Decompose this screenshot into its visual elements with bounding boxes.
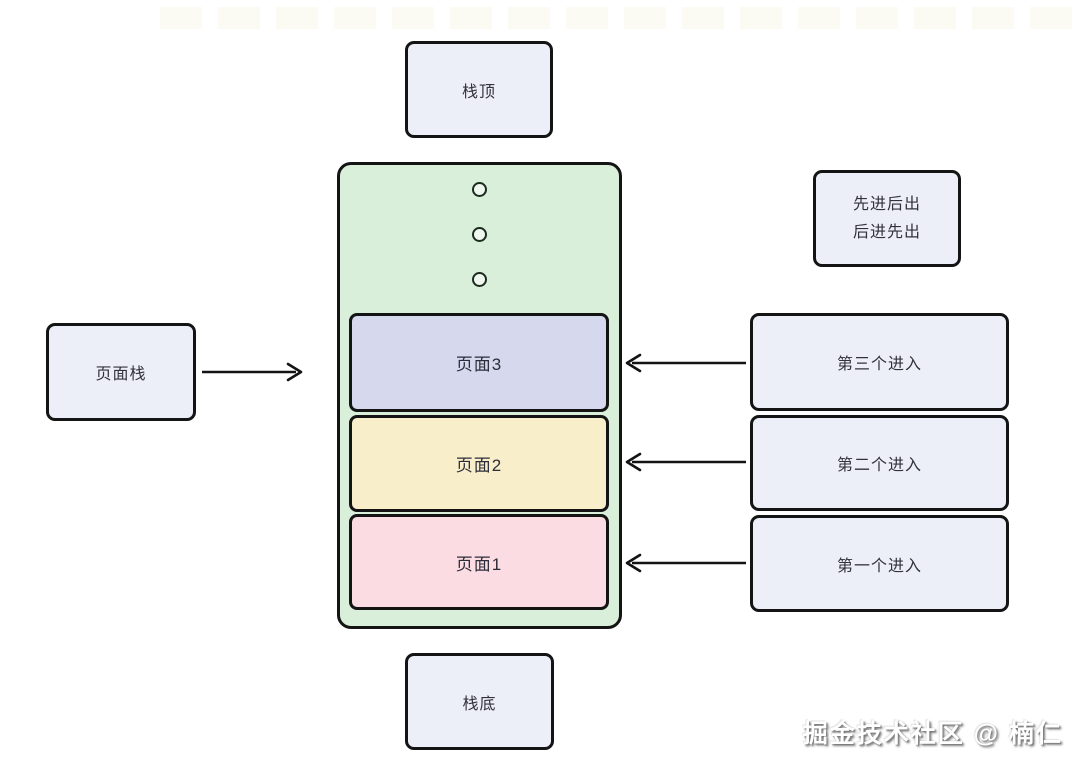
arrow-left-icon: [625, 452, 746, 472]
ellipsis-dot-icon: [471, 272, 487, 287]
stack-rule-box: 先进后出 后进先出: [813, 170, 961, 267]
arrow-right-icon: [202, 362, 303, 382]
entry-second-label: 第二个进入: [836, 457, 922, 474]
entry-first-label: 第一个进入: [836, 557, 922, 575]
rule-line-1: 先进后出: [852, 196, 921, 214]
entry-box-second: 第二个进入: [750, 415, 1009, 511]
page-3-label: 页面3: [455, 355, 503, 374]
page-stack-container: 页面3 页面2 页面1: [337, 162, 622, 629]
watermark: 掘金技术社区 @ 楠仁: [802, 720, 1063, 748]
ellipsis-dot-icon: [471, 227, 487, 242]
page-box-3: 页面3: [349, 313, 609, 412]
page-1-label: 页面1: [455, 554, 503, 574]
page-box-2: 页面2: [349, 415, 609, 512]
top-ghost-artifact: [160, 7, 1075, 29]
entry-box-first: 第一个进入: [750, 515, 1009, 612]
entry-box-third: 第三个进入: [750, 313, 1009, 411]
stack-bottom-box: 栈底: [405, 653, 554, 750]
page-stack-title-label: 页面栈: [95, 366, 147, 383]
ellipsis-dot-icon: [471, 182, 487, 197]
stack-bottom-label: 栈底: [462, 695, 497, 713]
page-stack-title-box: 页面栈: [46, 323, 196, 421]
page-box-1: 页面1: [349, 514, 609, 610]
stack-top-box: 栈顶: [405, 41, 553, 138]
entry-third-label: 第三个进入: [836, 356, 922, 373]
arrow-left-icon: [625, 553, 746, 573]
arrow-left-icon: [625, 353, 746, 373]
rule-line-2: 后进先出: [852, 223, 921, 241]
stack-top-label: 栈顶: [461, 83, 496, 101]
page-2-label: 页面2: [455, 456, 503, 475]
